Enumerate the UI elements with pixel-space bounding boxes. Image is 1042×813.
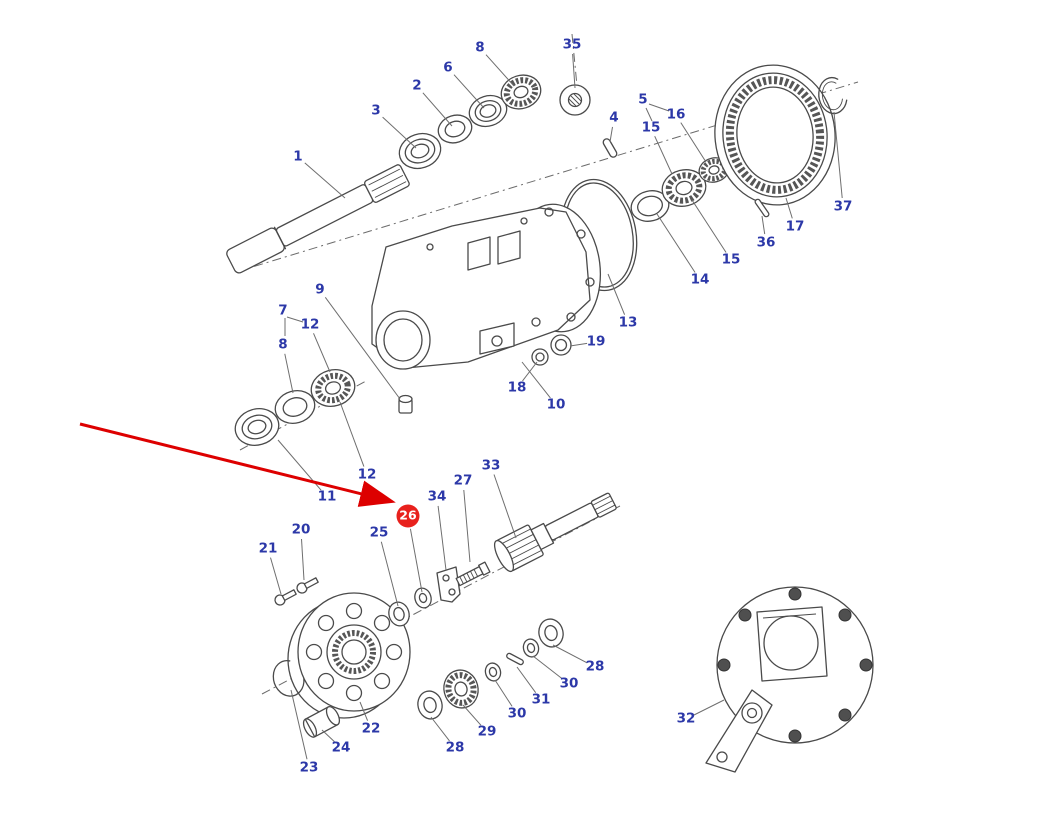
part-label[interactable]: 7 — [278, 302, 288, 319]
part-label-highlighted[interactable]: 26 — [396, 504, 420, 528]
ring-gear-17 — [714, 64, 836, 206]
part-label[interactable]: 5 — [638, 91, 648, 108]
part-label[interactable]: 36 — [756, 234, 776, 251]
part-label[interactable]: 28 — [445, 739, 465, 756]
part-label[interactable]: 6 — [443, 59, 453, 76]
part-label[interactable]: 21 — [258, 540, 278, 557]
part-label[interactable]: 22 — [361, 720, 381, 737]
circlip-23 — [272, 659, 305, 697]
part-label[interactable]: 9 — [315, 281, 325, 298]
pointer-arrow — [79, 422, 396, 507]
brake-actuator-32 — [705, 586, 874, 773]
bushing-19 — [550, 334, 572, 356]
part-label[interactable]: 1 — [293, 148, 303, 165]
circlip-37 — [818, 76, 848, 115]
seal-2 — [437, 114, 473, 144]
roller-30-right — [522, 638, 540, 658]
part-label[interactable]: 2 — [412, 77, 422, 94]
bearing-15 — [661, 169, 707, 207]
bracket-34 — [436, 566, 461, 603]
part-label[interactable]: 14 — [690, 271, 710, 288]
adjuster-27 — [455, 561, 491, 587]
part-label[interactable]: 34 — [427, 488, 447, 505]
axle-shaft-1 — [226, 164, 410, 274]
part-label[interactable]: 10 — [546, 396, 566, 413]
nut-18 — [531, 348, 549, 366]
coupling-12 — [310, 369, 356, 407]
lock-plate-26 — [414, 587, 432, 609]
roller-30-left — [484, 662, 502, 682]
plug-35 — [559, 84, 591, 116]
leader-lines — [270, 53, 843, 760]
part-label[interactable]: 8 — [278, 336, 288, 353]
part-label[interactable]: 27 — [453, 472, 473, 489]
part-label[interactable]: 30 — [559, 675, 579, 692]
hub-22 — [287, 592, 411, 719]
bolt-21 — [274, 589, 297, 606]
pin-36 — [754, 198, 770, 218]
part-label[interactable]: 20 — [291, 521, 311, 538]
pinion-shaft-33 — [493, 492, 617, 573]
part-label[interactable]: 25 — [369, 524, 389, 541]
part-label[interactable]: 19 — [586, 333, 606, 350]
label-brackets — [284, 103, 670, 336]
part-label[interactable]: 12 — [357, 466, 377, 483]
part-label[interactable]: 17 — [785, 218, 805, 235]
part-label[interactable]: 4 — [609, 109, 619, 126]
bolt-20 — [296, 577, 319, 594]
part-label[interactable]: 31 — [531, 691, 551, 708]
part-label[interactable]: 23 — [299, 759, 319, 776]
washer-25 — [388, 601, 410, 627]
axle-housing-10 — [371, 203, 602, 414]
part-label[interactable]: 33 — [481, 457, 501, 474]
part-label[interactable]: 35 — [562, 36, 582, 53]
part-label[interactable]: 11 — [317, 488, 337, 505]
spacer-24 — [302, 706, 341, 738]
part-label[interactable]: 8 — [475, 39, 485, 56]
washer-28-left — [417, 690, 443, 720]
pin-31 — [506, 652, 524, 666]
part-label[interactable]: 12 — [300, 316, 320, 333]
part-label[interactable]: 16 — [666, 106, 686, 123]
pin-4 — [602, 138, 618, 158]
part-label[interactable]: 29 — [477, 723, 497, 740]
part-label[interactable]: 15 — [641, 119, 661, 136]
part-label[interactable]: 18 — [507, 379, 527, 396]
part-label[interactable]: 28 — [585, 658, 605, 675]
part-label[interactable]: 32 — [676, 710, 696, 727]
washer-28-right — [538, 618, 564, 648]
part-label[interactable]: 30 — [507, 705, 527, 722]
bearing-11 — [234, 408, 280, 446]
seal-8-lower — [274, 390, 316, 424]
part-label[interactable]: 3 — [371, 102, 381, 119]
part-label[interactable]: 15 — [721, 251, 741, 268]
planet-gear-29 — [443, 669, 479, 709]
part-label[interactable]: 13 — [618, 314, 638, 331]
part-label[interactable]: 37 — [833, 198, 853, 215]
part-label[interactable]: 24 — [331, 739, 351, 756]
